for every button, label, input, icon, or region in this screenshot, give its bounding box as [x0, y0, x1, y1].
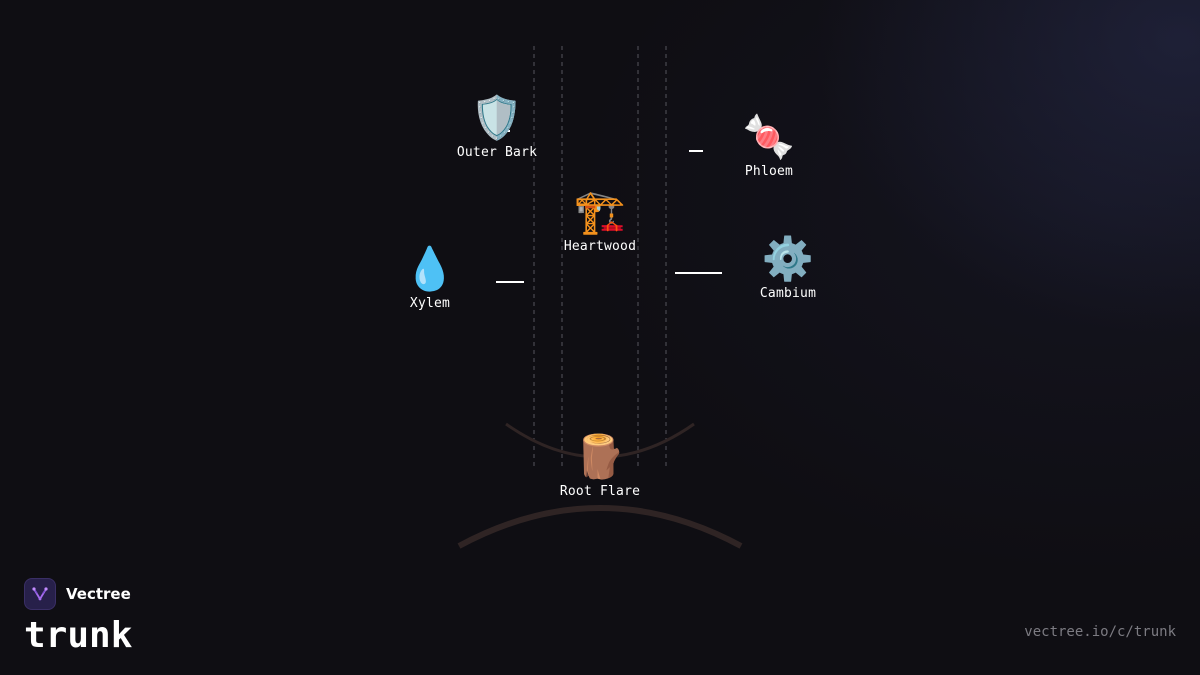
water-droplet-icon: 💧 [403, 244, 457, 293]
project-title: trunk [24, 615, 133, 656]
node-outer-bark[interactable]: 🛡️ Outer Bark [427, 94, 567, 161]
brand-name: Vectree [66, 585, 131, 603]
node-root-flare[interactable]: 🪵 Root Flare [530, 433, 670, 500]
node-label-root-flare: Root Flare [559, 484, 641, 499]
candy-icon: 🍬 [742, 112, 796, 161]
node-heartwood[interactable]: 🏗️ Heartwood [530, 188, 670, 255]
wood-log-icon: 🪵 [573, 432, 627, 481]
node-label-xylem: Xylem [409, 296, 451, 311]
construction-crane-icon: 🏗️ [573, 187, 627, 236]
node-label-cambium: Cambium [759, 286, 817, 301]
node-label-heartwood: Heartwood [563, 239, 637, 254]
brand-block: Vectree trunk [24, 577, 132, 657]
inner-arc [505, 422, 695, 459]
node-label-phloem: Phloem [744, 164, 794, 179]
footer-url-link[interactable]: vectree.io/c/trunk [1024, 624, 1176, 640]
node-xylem[interactable]: 💧 Xylem [360, 245, 500, 312]
shield-icon: 🛡️ [470, 93, 524, 142]
outer-arc [457, 505, 743, 549]
node-cambium[interactable]: ⚙️ Cambium [718, 235, 858, 302]
gear-icon: ⚙️ [761, 234, 815, 283]
node-phloem[interactable]: 🍬 Phloem [699, 113, 839, 180]
node-label-outer-bark: Outer Bark [456, 145, 538, 160]
vectree-logo-icon[interactable] [24, 578, 56, 610]
